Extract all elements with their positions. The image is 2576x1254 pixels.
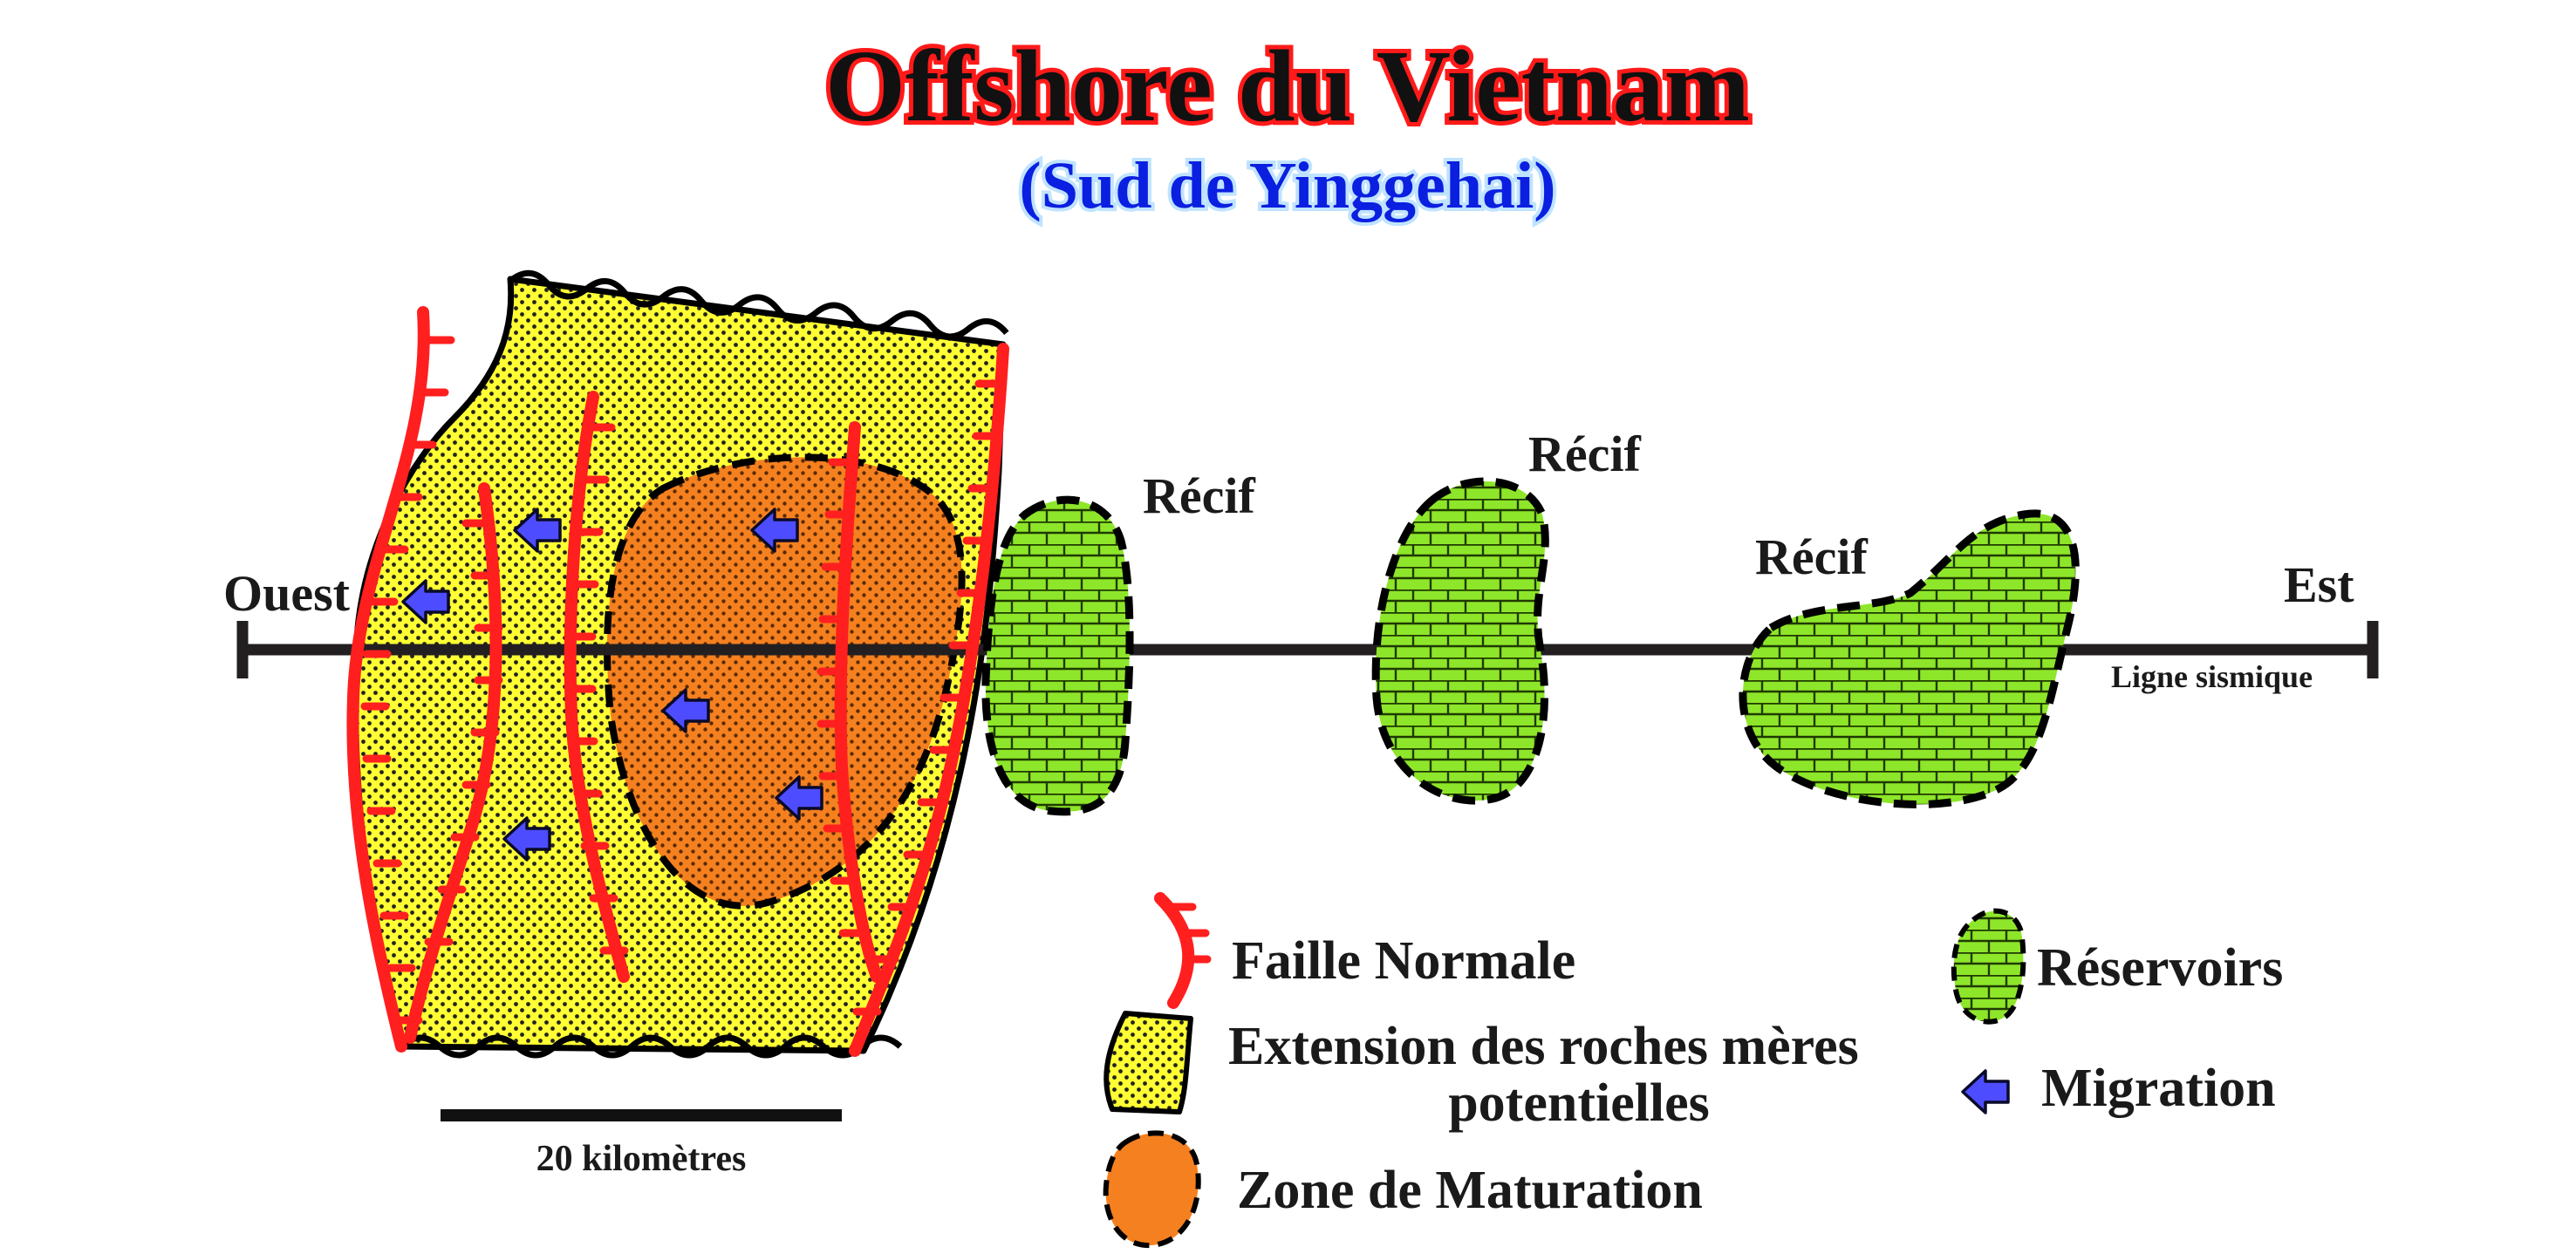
seismic-line-label: Ligne sismique	[2111, 659, 2313, 694]
legend-migration-label: Migration	[2041, 1059, 2276, 1118]
scale-bar-label: 20 kilomètres	[536, 1139, 747, 1179]
legend-maturation-label: Zone de Maturation	[1237, 1161, 1703, 1220]
reef-3	[1739, 509, 2080, 808]
legend-fault-label: Faille Normale	[1232, 931, 1575, 991]
legend-reservoir-label: Réservoirs	[2037, 938, 2283, 998]
reef-1-label: Récif	[1143, 467, 1255, 524]
fault-3	[564, 391, 630, 983]
legend-source-rock-symbol	[1104, 1011, 1193, 1114]
source-rock-top-edge	[508, 269, 1009, 340]
fault-4	[834, 421, 883, 983]
source-rock-bottom-edge	[399, 1034, 903, 1059]
fault-5	[849, 343, 1009, 1057]
legend-source-rock-label-line1: Extension des roches mères	[1228, 1017, 1859, 1076]
maturation-zone	[604, 453, 966, 910]
legend-fault-symbol	[1154, 892, 1212, 1009]
legend-migration-symbol	[1961, 1069, 2010, 1114]
east-label: Est	[2284, 556, 2354, 613]
scale-bar: 20 kilomètres	[441, 1109, 842, 1179]
reef-2	[1371, 477, 1549, 805]
legend-reservoir-symbol	[1951, 908, 2026, 1025]
fault-1	[346, 306, 430, 1053]
reef-1	[981, 495, 1134, 816]
page-title: Offshore du Vietnam	[825, 29, 1750, 143]
legend-source-rock-label-line2: potentielles	[1448, 1073, 1710, 1133]
normal-faults	[346, 306, 1009, 1057]
fault-2	[404, 482, 502, 1044]
page-subtitle: (Sud de Yinggehai)	[1019, 149, 1555, 222]
legend: Faille Normale Extension des roches mère…	[1103, 892, 2283, 1249]
legend-maturation-symbol	[1103, 1130, 1201, 1249]
reef-3-label: Récif	[1755, 528, 1868, 585]
reef-2-label: Récif	[1528, 426, 1641, 482]
west-label: Ouest	[223, 565, 351, 622]
